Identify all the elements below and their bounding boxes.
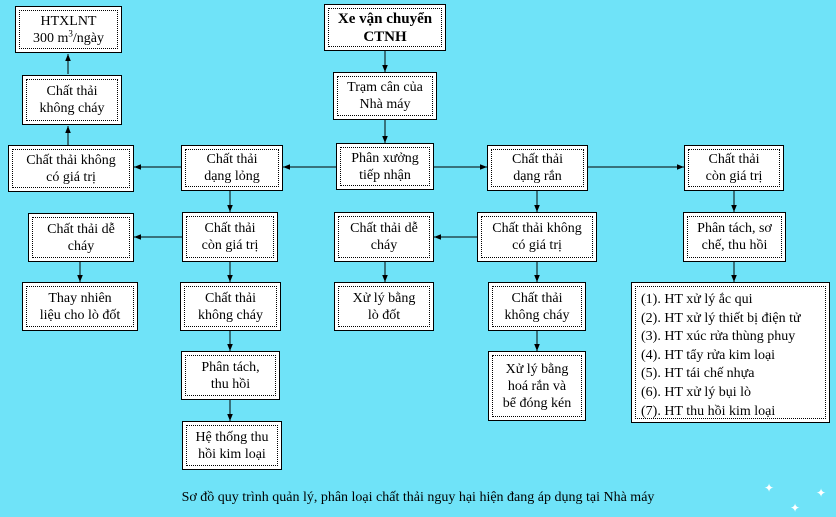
- ct-khong-chay-top-line1: Chất thải: [46, 84, 98, 99]
- tram-can-line2: Nhà máy: [359, 97, 411, 112]
- systems-list-item: (4). HT tẩy rửa kim loại: [641, 347, 776, 363]
- sparkle-icon: ✦: [816, 486, 827, 500]
- he-thong-thu-hoi-box: Hệ thống thu hồi kim loại: [182, 421, 282, 470]
- xu-ly-hoa-ran-line1: Xử lý bằng: [505, 361, 569, 377]
- xu-ly-hoa-ran-line2: hoá rắn và: [507, 378, 567, 394]
- systems-list-box: (1). HT xử lý ắc qui (2). HT xử lý thiết …: [631, 282, 830, 423]
- htxlnt-box: HTXLNT 300 m3/ngày: [15, 6, 122, 53]
- ct-khong-co-gia-tri-mid-line1: Chất thải không: [492, 221, 582, 236]
- ct-de-chay-mid-box: Chất thải dễ cháy: [334, 212, 434, 262]
- ct-de-chay-mid-line2: cháy: [370, 238, 398, 253]
- systems-list-item: (6). HT xử lý bụi lò: [641, 384, 751, 400]
- phan-tach-thu-hoi-box: Phân tách, thu hồi: [181, 351, 280, 400]
- xe-van-chuyen-line1: Xe vận chuyển: [337, 10, 433, 27]
- ct-de-chay-mid-line1: Chất thải dễ: [350, 221, 418, 236]
- phan-tach-thu-hoi-line2: thu hồi: [210, 376, 251, 392]
- ct-khong-chay-mid-box: Chất thải không cháy: [180, 282, 281, 331]
- ct-khong-co-gia-tri-left-line2: có giá trị: [46, 169, 96, 185]
- ct-khong-co-gia-tri-left-line1: Chất thải không: [26, 152, 116, 168]
- phan-tach-thu-hoi-line1: Phân tách,: [201, 359, 260, 375]
- thay-nhien-lieu-box: Thay nhiên liệu cho lò đốt: [22, 282, 138, 331]
- ct-dang-ran-box: Chất thải dạng rắn: [487, 145, 588, 191]
- ct-dang-ran-line1: Chất thải: [512, 152, 563, 167]
- he-thong-thu-hoi-line2: hồi kim loại: [198, 446, 266, 462]
- ct-dang-ran-line2: dạng rắn: [513, 169, 562, 184]
- htxlnt-capacity: 300 m3/ngày: [33, 27, 104, 46]
- he-thong-thu-hoi-line1: Hệ thống thu: [195, 429, 269, 445]
- ct-con-gia-tri-right-line2: còn giá trị: [705, 169, 763, 184]
- ct-khong-chay-right-line1: Chất thải: [511, 290, 563, 306]
- ct-de-chay-left-line1: Chất thải dễ: [47, 221, 115, 237]
- ct-con-gia-tri-right-box: Chất thải còn giá trị: [684, 145, 784, 191]
- phan-tach-so-che-box: Phân tách, sơ chế, thu hồi: [683, 212, 786, 262]
- xu-ly-lo-dot-line2: lò đốt: [367, 307, 401, 323]
- systems-list-item: (3). HT xúc rửa thùng phuy: [641, 329, 796, 345]
- systems-list-item: (2). HT xử lý thiết bị điện tử: [641, 310, 801, 326]
- ct-khong-chay-right-line2: không cháy: [504, 307, 570, 323]
- ct-dang-long-box: Chất thải dạng lỏng: [181, 145, 283, 191]
- ct-con-gia-tri-right-line1: Chất thải: [708, 152, 760, 167]
- ct-khong-chay-mid-line2: không cháy: [198, 307, 263, 323]
- systems-list-item: (1). HT xử lý ắc qui: [641, 292, 753, 307]
- xu-ly-lo-dot-box: Xử lý bằng lò đốt: [334, 282, 434, 331]
- htxlnt-label: HTXLNT: [40, 13, 97, 29]
- ct-con-gia-tri-mid-line2: còn giá trị: [201, 238, 259, 253]
- xe-van-chuyen-line2: CTNH: [363, 28, 407, 45]
- ct-de-chay-left-line2: cháy: [67, 238, 95, 254]
- diagram-caption: Sơ đồ quy trình quản lý, phân loại chất …: [181, 490, 655, 505]
- xu-ly-hoa-ran-line3: bể đóng kén: [502, 395, 572, 411]
- xe-van-chuyen-box: Xe vận chuyển CTNH: [324, 4, 446, 51]
- thay-nhien-lieu-line1: Thay nhiên: [48, 290, 112, 306]
- phan-xuong-line1: Phân xưởng: [351, 150, 419, 166]
- phan-xuong-box: Phân xưởng tiếp nhận: [336, 143, 434, 190]
- ct-khong-chay-top-box: Chất thải không cháy: [22, 75, 122, 125]
- ct-dang-long-line2: dạng lỏng: [204, 169, 260, 184]
- ct-con-gia-tri-mid-line1: Chất thải: [204, 221, 256, 236]
- ct-de-chay-left-box: Chất thải dễ cháy: [28, 213, 134, 262]
- ct-dang-long-line1: Chất thải: [206, 152, 258, 167]
- systems-list-item: (7). HT thu hồi kim loại: [641, 403, 776, 419]
- tram-can-line1: Trạm cân của: [347, 80, 423, 95]
- systems-list-item: (5). HT tái chế nhựa: [641, 366, 755, 382]
- ct-khong-chay-mid-line1: Chất thải: [205, 290, 256, 306]
- ct-khong-co-gia-tri-mid-box: Chất thải không có giá trị: [477, 212, 597, 262]
- xu-ly-hoa-ran-box: Xử lý bằng hoá rắn và bể đóng kén: [488, 351, 586, 421]
- phan-tach-so-che-line2: chế, thu hồi: [701, 238, 768, 253]
- systems-list: (1). HT xử lý ắc qui (2). HT xử lý thiết …: [635, 286, 826, 419]
- sparkle-icon: ✦: [790, 501, 801, 515]
- xu-ly-lo-dot-line1: Xử lý bằng: [352, 290, 416, 306]
- ct-khong-chay-right-box: Chất thải không cháy: [488, 282, 586, 331]
- tram-can-box: Trạm cân của Nhà máy: [333, 72, 437, 120]
- ct-khong-co-gia-tri-left-box: Chất thải không có giá trị: [8, 145, 134, 192]
- ct-khong-chay-top-line2: không cháy: [39, 101, 105, 116]
- sparkle-icon: ✦: [764, 481, 775, 495]
- ct-khong-co-gia-tri-mid-line2: có giá trị: [512, 238, 562, 253]
- ct-con-gia-tri-mid-box: Chất thải còn giá trị: [182, 212, 278, 262]
- thay-nhien-lieu-line2: liệu cho lò đốt: [39, 307, 121, 323]
- phan-xuong-line2: tiếp nhận: [359, 167, 411, 183]
- phan-tach-so-che-line1: Phân tách, sơ: [697, 221, 772, 236]
